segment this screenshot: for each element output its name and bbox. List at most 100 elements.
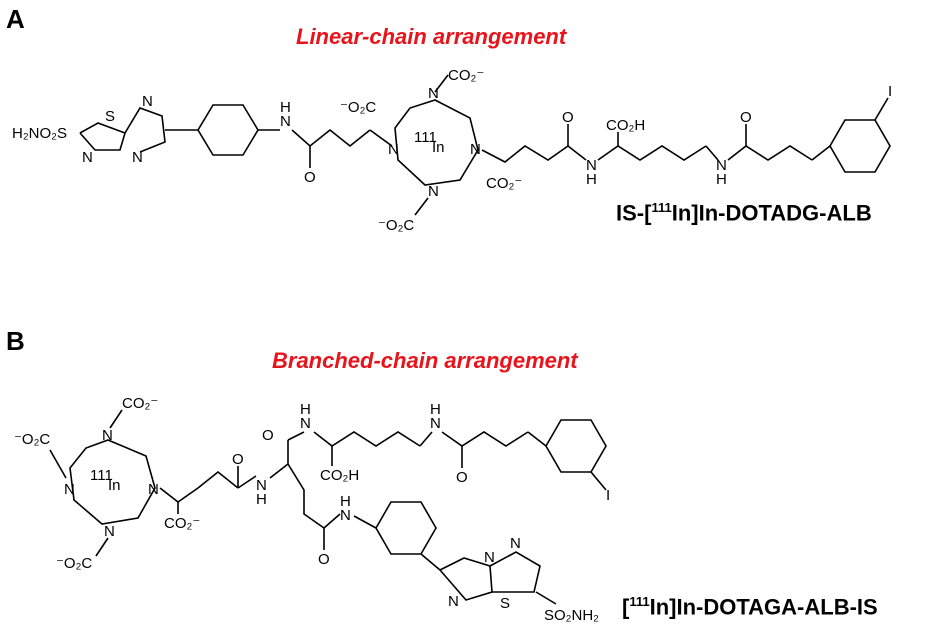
b-link-bond-4 — [535, 591, 557, 605]
b-thiadiazole-ring — [489, 551, 541, 593]
a-iodine: I — [888, 83, 892, 100]
b-s-atom: S — [500, 595, 510, 612]
b-h-atom-4: H — [340, 493, 351, 510]
a-nh-atom-2: N — [586, 157, 597, 174]
a-iodo-bond — [874, 97, 889, 121]
panel-b-isotope: 111 — [629, 594, 650, 609]
b-glu-alpha — [269, 440, 289, 479]
panel-a-structure: H₂NO₂S S N N N N H O ⁻O₂C N N N N 111 In… — [12, 67, 892, 234]
a-co2-top: CO₂⁻ — [448, 67, 484, 84]
a-o-atom-3: O — [740, 109, 752, 126]
a-macro-n-bottom: N — [428, 183, 439, 200]
panel-a-title: Linear-chain arrangement — [296, 24, 567, 49]
panel-a-compound-prefix: IS-[ — [616, 200, 652, 226]
b-co2-bottom-left: ⁻O₂C — [56, 555, 92, 572]
a-o-atom-1: O — [304, 169, 316, 186]
b-iodo-bond — [590, 471, 607, 491]
b-phenyl — [375, 501, 437, 555]
a-macro-n-right: N — [470, 141, 481, 158]
b-co2-top: CO₂⁻ — [122, 395, 158, 412]
b-amide-bond-1 — [237, 475, 257, 489]
a-s-atom: S — [105, 108, 115, 125]
b-co2-left: ⁻O₂C — [14, 431, 50, 448]
b-o-atom-4: O — [318, 551, 330, 568]
a-link-bond-3 — [369, 129, 393, 147]
b-butanoyl-chain — [441, 431, 529, 447]
b-iodophenyl — [545, 419, 607, 473]
a-arm-top — [434, 74, 449, 93]
a-n-atom-1: N — [82, 149, 93, 166]
a-sulfonamide-label: H₂NO₂S — [12, 125, 67, 142]
a-link-bond-4 — [811, 145, 831, 161]
a-o-atom-2: O — [562, 109, 574, 126]
a-nh-atom-1: N — [280, 113, 291, 130]
b-link-bond-2 — [353, 515, 377, 529]
a-co2-top-left: ⁻O₂C — [340, 99, 376, 116]
b-arm-top — [109, 409, 123, 429]
b-amide-bond-3 — [419, 431, 433, 447]
b-n-atom-2: N — [510, 535, 521, 552]
a-lysine-chain — [597, 145, 707, 161]
panel-a-letter: A — [6, 4, 25, 34]
b-glutaryl-chain — [159, 470, 239, 503]
panel-b-compound-prefix: [ — [622, 594, 630, 620]
b-link-bond-1 — [527, 431, 547, 447]
a-metal: In — [432, 139, 445, 156]
a-butanoyl-chain — [727, 145, 813, 161]
a-chain-1 — [291, 128, 371, 148]
panel-b-compound-name: [111In]In-DOTAGA-ALB-IS — [622, 594, 878, 620]
a-imidazole-ring — [124, 107, 166, 153]
a-co2h: CO₂H — [606, 117, 645, 134]
b-macro-n-right: N — [148, 481, 159, 498]
a-h-atom-3: H — [716, 171, 727, 188]
a-h-atom-1: H — [280, 99, 291, 116]
b-sulfonamide-label: SO₂NH₂ — [544, 607, 599, 624]
b-link-bond-3 — [420, 553, 441, 571]
b-h-atom-1: H — [256, 491, 267, 508]
b-macro-n-left: N — [64, 481, 75, 498]
panel-a-compound-suffix: In]In-DOTADG-ALB — [671, 200, 872, 226]
panel-b-title: Branched-chain arrangement — [272, 348, 578, 373]
b-macro-n-top: N — [102, 427, 113, 444]
panel-b-letter: B — [6, 326, 25, 356]
a-chain-2 — [481, 145, 569, 163]
panel-b-compound-suffix: In]In-DOTAGA-ALB-IS — [649, 594, 878, 620]
panel-b-structure: N N N N 111 In CO₂⁻ ⁻O₂C ⁻O₂C CO₂⁻ O N H… — [14, 395, 610, 624]
a-iodophenyl — [829, 119, 891, 173]
b-lysine-chain — [313, 431, 421, 447]
b-iodine: I — [606, 487, 610, 504]
a-macro-n-left: N — [388, 141, 399, 158]
a-n-atom-2: N — [132, 149, 143, 166]
b-nh-atom-1: N — [256, 477, 267, 494]
b-macro-n-bottom: N — [104, 523, 115, 540]
b-co2-mid: CO₂⁻ — [164, 515, 200, 532]
b-arm-bottom — [95, 537, 109, 557]
a-phenyl-1 — [197, 104, 259, 156]
a-metal-mass: 111 — [414, 129, 437, 146]
b-amide-bond-4 — [323, 513, 341, 529]
b-metal: In — [108, 477, 121, 494]
b-nh-atom-3: N — [430, 415, 441, 432]
b-arm-left — [49, 449, 67, 479]
b-nh-atom-2: N — [300, 415, 311, 432]
b-n-atom-1: N — [484, 549, 495, 566]
b-macrocycle — [69, 439, 156, 525]
b-amide-bond-2 — [287, 431, 305, 441]
b-imidazole-ring — [439, 557, 493, 601]
a-n-atom-3: N — [142, 93, 153, 110]
a-amide-bond-2 — [567, 145, 587, 161]
b-h-atom-2: H — [300, 401, 311, 418]
a-amide-bond-3 — [705, 145, 719, 161]
a-macrocycle — [394, 99, 479, 186]
panel-a-compound-name: IS-[111In]In-DOTADG-ALB — [616, 200, 872, 226]
b-o-atom-3: O — [456, 469, 468, 486]
b-h-atom-3: H — [430, 401, 441, 418]
b-n-atom-3: N — [448, 593, 459, 610]
b-o-atom-2: O — [262, 427, 274, 444]
a-co2-bottom-right: CO₂⁻ — [486, 175, 522, 192]
a-macro-n-top: N — [428, 85, 439, 102]
a-co2-bottom-left: ⁻O₂C — [378, 217, 414, 234]
a-arm-bottom — [414, 197, 429, 216]
b-metal-mass: 111 — [90, 467, 113, 484]
a-thiadiazole-ring — [79, 122, 126, 151]
